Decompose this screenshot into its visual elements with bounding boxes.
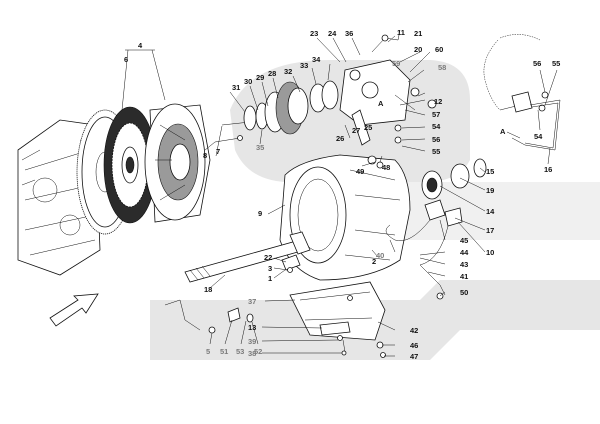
mark-a-1: A (378, 99, 384, 108)
input-shaft (184, 231, 311, 283)
guard-plate (289, 281, 386, 358)
label-38: 38 (248, 349, 256, 358)
breather-pipe (164, 299, 254, 334)
label-55-a: 55 (432, 147, 440, 156)
bracket-bolts (319, 321, 351, 356)
label-9: 9 (258, 209, 262, 218)
label-51: 51 (220, 347, 228, 356)
label-34: 34 (312, 55, 321, 64)
label-11: 11 (397, 28, 405, 37)
label-56-b: 56 (533, 59, 541, 68)
bearings-seals (367, 155, 487, 200)
pressure-plate (144, 103, 211, 223)
label-28: 28 (268, 69, 276, 78)
label-17: 17 (486, 226, 494, 235)
label-46: 46 (410, 341, 418, 350)
label-35: 35 (256, 143, 264, 152)
front-direction-arrow (49, 293, 99, 327)
label-24: 24 (328, 29, 337, 38)
label-19: 19 (486, 186, 494, 195)
label-33: 33 (300, 61, 308, 70)
label-13: 13 (248, 323, 256, 332)
leader-lines (121, 35, 558, 357)
label-48: 48 (382, 163, 390, 172)
mark-a-2: A (500, 127, 506, 136)
label-20: 20 (414, 45, 422, 54)
label-58: 58 (438, 63, 446, 72)
bellhousing (279, 154, 411, 281)
label-57: 57 (432, 110, 440, 119)
label-31: 31 (232, 83, 240, 92)
label-39: 39 (248, 337, 256, 346)
label-36: 36 (345, 29, 353, 38)
label-56-a: 56 (432, 135, 440, 144)
label-2: 2 (372, 257, 376, 266)
label-45: 45 (460, 236, 468, 245)
label-27: 27 (352, 126, 360, 135)
label-23: 23 (310, 29, 318, 38)
label-52: 52 (254, 347, 262, 356)
label-15: 15 (486, 167, 494, 176)
label-60: 60 (435, 45, 443, 54)
label-12: 12 (434, 97, 442, 106)
label-25: 25 (364, 123, 372, 132)
label-30: 30 (244, 77, 252, 86)
label-22: 22 (264, 253, 272, 262)
label-44: 44 (460, 248, 469, 257)
label-7: 7 (216, 147, 220, 156)
label-6: 6 (124, 55, 128, 64)
label-10: 10 (486, 248, 494, 257)
label-54-b: 54 (534, 132, 543, 141)
label-29: 29 (256, 73, 264, 82)
label-43: 43 (460, 260, 468, 269)
label-21: 21 (414, 29, 422, 38)
release-bearing-stack (243, 80, 339, 135)
part-labels: 4 6 23 24 36 11 21 20 60 59 58 12 57 54 … (124, 28, 560, 361)
label-42: 42 (410, 326, 418, 335)
small-parts (281, 254, 301, 273)
label-47: 47 (410, 352, 418, 361)
label-59: 59 (392, 59, 400, 68)
slave-cylinder (339, 29, 437, 146)
label-49: 49 (356, 167, 364, 176)
label-40: 40 (376, 251, 384, 260)
label-1: 1 (268, 274, 272, 283)
label-41: 41 (460, 272, 468, 281)
label-3: 3 (268, 264, 272, 273)
label-55-b: 55 (552, 59, 560, 68)
label-16: 16 (544, 165, 552, 174)
label-4: 4 (138, 41, 143, 50)
label-14: 14 (486, 207, 495, 216)
coiled-hose (483, 34, 561, 151)
label-53: 53 (236, 347, 244, 356)
label-18: 18 (204, 285, 212, 294)
label-8: 8 (203, 151, 207, 160)
label-32: 32 (284, 67, 292, 76)
label-50: 50 (460, 288, 468, 297)
label-37: 37 (248, 297, 256, 306)
label-5: 5 (206, 347, 210, 356)
label-26: 26 (336, 134, 344, 143)
label-54-a: 54 (432, 122, 441, 131)
clutch-disc (103, 106, 157, 224)
